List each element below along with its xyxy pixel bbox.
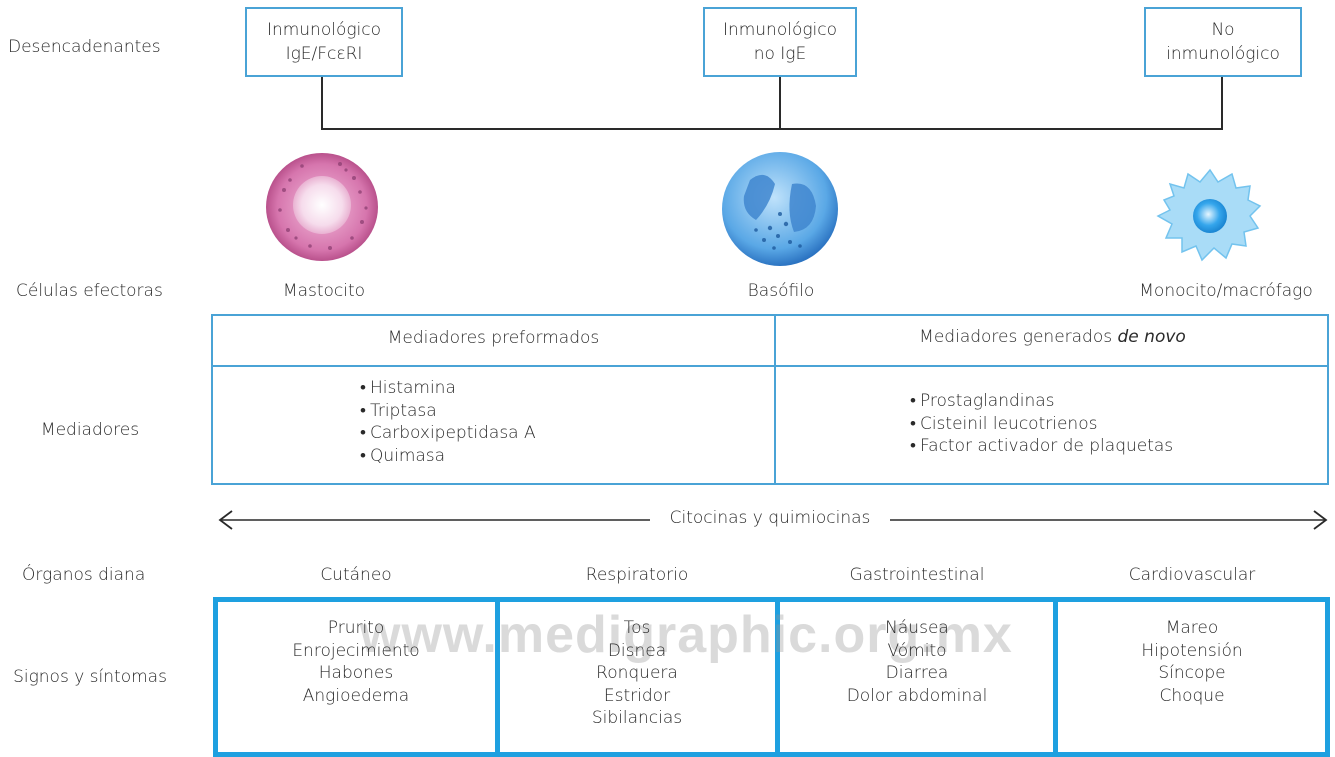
row-label-signs-symptoms: Signos y síntomas xyxy=(13,667,167,687)
mediator-item: Cisteinil leucotrienos xyxy=(910,413,1173,436)
symptom-list-cutaneo: Prurito Enrojecimiento Habones Angioedem… xyxy=(216,617,496,707)
row-label-effector-cells: Células efectoras xyxy=(16,281,163,301)
symptom-list-gastrointestinal: Náusea Vómito Diarrea Dolor abdominal xyxy=(777,617,1057,707)
symptom-item: Dolor abdominal xyxy=(846,685,988,706)
row-label-target-organs: Órganos diana xyxy=(22,565,146,585)
cytokines-label: Citocinas y quimiocinas xyxy=(650,508,890,528)
mediators-table: Mediadores preformados Mediadores genera… xyxy=(211,314,1329,485)
mediators-preformed-header: Mediadores preformados xyxy=(387,328,600,348)
symptom-item: Náusea xyxy=(885,618,949,638)
symptom-item: Habones xyxy=(318,663,394,683)
mediator-item: Triptasa xyxy=(360,400,536,423)
mediator-item: Carboxipeptidasa A xyxy=(360,422,536,445)
symptom-item: Estridor xyxy=(603,685,671,706)
cell-name-basofilo: Basófilo xyxy=(747,281,815,301)
symptom-item: Angioedema xyxy=(302,685,410,706)
cell-name-monocito: Monocito/macrófago xyxy=(1139,281,1313,301)
symptom-item: Disnea xyxy=(607,640,667,661)
macrophage-icon xyxy=(1156,168,1262,262)
basophil-icon xyxy=(722,152,838,266)
mast-cell-icon xyxy=(266,153,378,261)
mediator-item: Histamina xyxy=(360,377,536,400)
mediator-item: Quimasa xyxy=(360,445,536,468)
symptom-item: Prurito xyxy=(327,618,385,638)
organ-label-cutaneo: Cutáneo xyxy=(320,565,392,585)
connector-line-left xyxy=(321,77,323,130)
mediators-de-novo-list: Prostaglandinas Cisteinil leucotrienos F… xyxy=(910,390,1173,458)
symptom-item: Síncope xyxy=(1158,663,1226,683)
mediators-de-novo-header: Mediadores generados de novo xyxy=(776,327,1329,347)
organ-label-gastrointestinal: Gastrointestinal xyxy=(849,565,985,585)
mediators-de-novo-header-emphasis: de novo xyxy=(1117,327,1186,347)
trigger-box-non-ige: Inmunológico no IgE xyxy=(703,7,857,77)
symptom-item: Diarrea xyxy=(885,663,949,683)
symptom-item: Choque xyxy=(1159,685,1225,706)
trigger-box-ige: Inmunológico IgE/FcεRI xyxy=(245,7,403,77)
connector-line-middle xyxy=(779,77,781,130)
symptom-item: Ronquera xyxy=(596,663,678,683)
mediators-de-novo-header-prefix: Mediadores generados xyxy=(919,327,1118,347)
organ-label-cardiovascular: Cardiovascular xyxy=(1128,565,1256,585)
symptom-list-cardiovascular: Mareo Hipotensión Síncope Choque xyxy=(1052,617,1332,707)
symptom-item: Tos xyxy=(623,618,651,638)
symptom-list-respiratorio: Tos Disnea Ronquera Estridor Sibilancias xyxy=(497,617,777,730)
mediators-divider-vertical xyxy=(774,316,776,483)
row-label-mediators: Mediadores xyxy=(40,420,140,440)
organ-label-respiratorio: Respiratorio xyxy=(585,565,689,585)
connector-line-right xyxy=(1221,77,1223,130)
symptom-item: Sibilancias xyxy=(591,708,683,728)
symptom-item: Enrojecimiento xyxy=(292,640,420,661)
row-label-triggers: Desencadenantes xyxy=(8,37,161,57)
mediator-item: Factor activador de plaquetas xyxy=(910,435,1173,458)
symptom-item: Hipotensión xyxy=(1141,640,1243,661)
symptom-item: Vómito xyxy=(887,640,947,661)
symptom-item: Mareo xyxy=(1165,618,1219,638)
mediator-item: Prostaglandinas xyxy=(910,390,1173,413)
mediators-preformed-list: Histamina Triptasa Carboxipeptidasa A Qu… xyxy=(360,377,536,467)
mediators-divider-horizontal xyxy=(213,365,1327,367)
connector-line-horizontal xyxy=(321,128,1223,130)
trigger-box-non-immunologic: No inmunológico xyxy=(1144,7,1302,77)
cell-name-mastocito: Mastocito xyxy=(282,281,366,301)
